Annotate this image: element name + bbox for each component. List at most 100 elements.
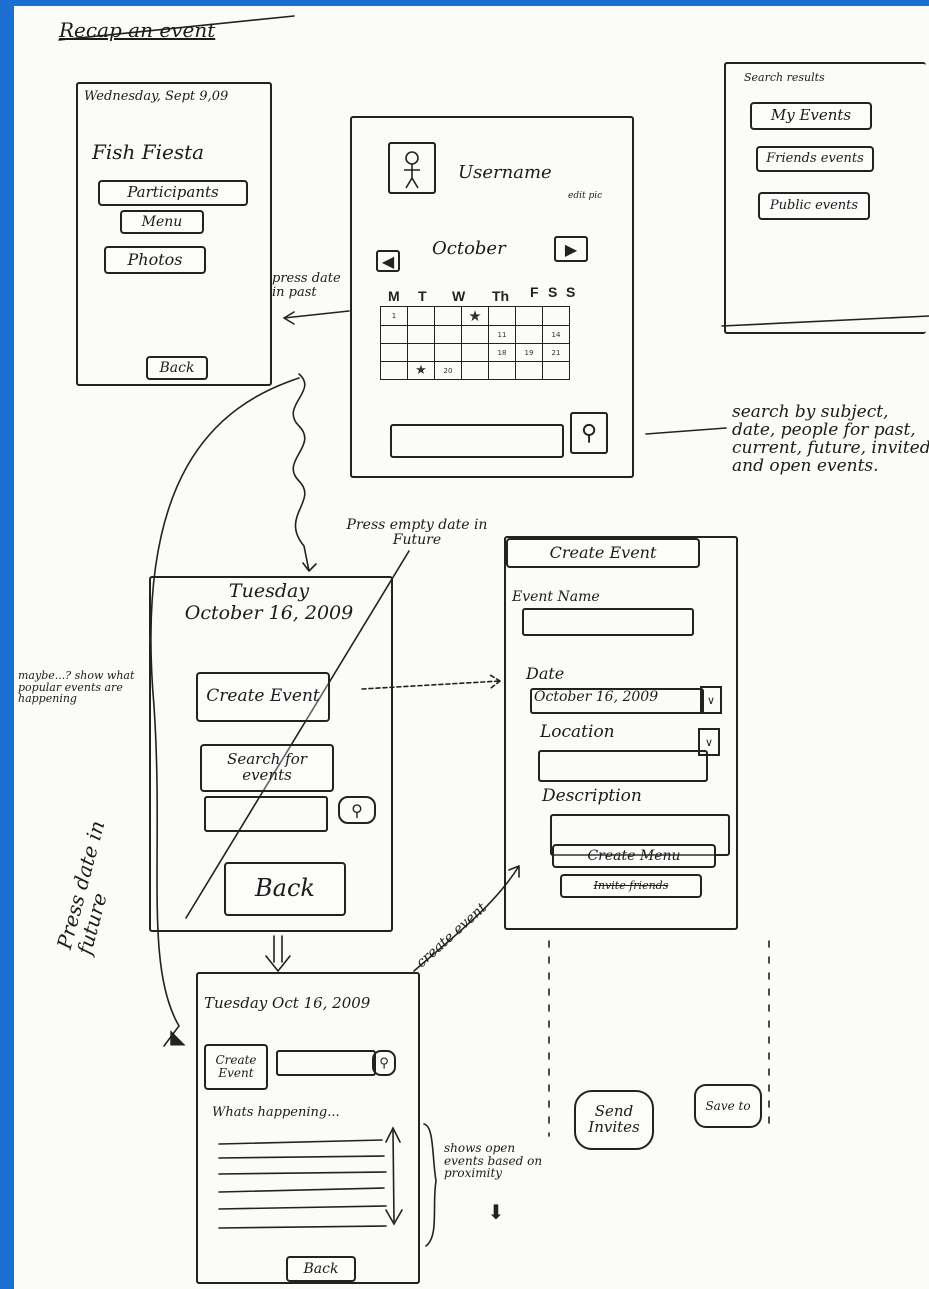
search-icon: ⚲ — [351, 800, 363, 820]
star-icon: ★ — [468, 307, 482, 325]
search-events-button[interactable]: Search for events — [200, 744, 334, 792]
home-search-button[interactable] — [570, 412, 608, 454]
calendar-day[interactable] — [515, 325, 543, 344]
note-shows-open-events: shows open events based on proximity — [444, 1141, 543, 1181]
edit-pic-link[interactable]: edit pic — [568, 191, 603, 201]
next-month-button[interactable] — [554, 236, 588, 262]
calendar-day[interactable]: 18 — [488, 343, 516, 362]
calendar-week: 1 ★ — [380, 306, 570, 326]
day-screen-date: Tuesday Oct 16, 2009 — [204, 994, 371, 1012]
day-search-input[interactable] — [276, 1050, 376, 1076]
date-value: October 16, 2009 — [534, 689, 659, 705]
calendar-day[interactable] — [434, 306, 462, 326]
send-invites-button[interactable]: Send Invites — [574, 1090, 654, 1150]
avatar — [388, 142, 436, 194]
search-results-screen — [724, 62, 926, 334]
location-label: Location — [540, 722, 615, 742]
day-back-button[interactable]: Back — [286, 1256, 356, 1282]
friends-events-button[interactable]: Friends events — [756, 146, 874, 172]
home-search-input[interactable] — [390, 424, 564, 458]
invite-friends-button[interactable]: Invite friends — [560, 874, 702, 898]
empty-date-back-button[interactable]: Back — [224, 862, 346, 916]
calendar-day[interactable]: 1 — [380, 306, 408, 326]
menu-button[interactable]: Menu — [120, 210, 204, 234]
home-screen — [350, 116, 634, 478]
weekday-th: Th — [492, 288, 510, 304]
stick-figure-icon — [404, 151, 420, 189]
photos-button[interactable]: Photos — [104, 246, 206, 274]
page-title: Recap an event — [59, 18, 216, 42]
username: Username — [458, 162, 552, 183]
recap-event-name: Fish Fiesta — [92, 140, 205, 164]
calendar-day[interactable] — [434, 325, 462, 344]
weekday-w: W — [452, 288, 466, 304]
calendar-day[interactable]: 20 — [434, 361, 462, 380]
arrow-left-icon: ◀ — [381, 251, 395, 271]
whats-happening-label: Whats happening... — [212, 1105, 340, 1120]
prev-month-button[interactable] — [376, 250, 400, 272]
calendar-day[interactable]: 19 — [515, 343, 543, 362]
star-icon: ★ — [415, 363, 427, 378]
arrow-right-icon: ▶ — [564, 239, 578, 259]
note-maybe-popular: maybe...? show what popular events are h… — [18, 669, 135, 706]
calendar-day[interactable] — [461, 361, 489, 380]
calendar-day[interactable]: 11 — [488, 325, 516, 344]
empty-date-day: Tuesday — [228, 580, 310, 602]
description-input[interactable] — [550, 814, 730, 856]
create-event-screen — [504, 536, 738, 930]
note-press-date-past: press date in past — [272, 271, 341, 300]
calendar-day[interactable] — [488, 306, 516, 326]
empty-date-search-input[interactable] — [204, 796, 328, 832]
calendar-day[interactable] — [461, 343, 489, 362]
event-name-label: Event Name — [512, 589, 600, 605]
recap-back-button[interactable]: Back — [146, 356, 208, 380]
create-menu-button[interactable]: Create Menu — [552, 844, 716, 868]
calendar-day[interactable] — [380, 343, 408, 362]
calendar-day[interactable] — [542, 306, 570, 326]
calendar-day[interactable]: ★ — [461, 306, 489, 326]
calendar-day[interactable] — [488, 361, 516, 380]
note-search-by: search by subject, date, people for past… — [732, 402, 929, 476]
search-icon: ⚲ — [379, 1055, 389, 1071]
create-event-button[interactable]: Create Event — [196, 672, 330, 722]
calendar-day[interactable]: ★ — [407, 361, 435, 380]
calendar-day[interactable] — [461, 325, 489, 344]
calendar-day[interactable] — [515, 306, 543, 326]
date-label: Date — [526, 664, 565, 683]
month-label: October — [432, 238, 506, 259]
calendar-day[interactable] — [407, 306, 435, 326]
save-button[interactable]: Save to — [694, 1084, 762, 1128]
sketch-strokes — [58, 15, 929, 1247]
calendar-week: 18 19 21 — [380, 343, 570, 362]
calendar-week: 11 14 — [380, 325, 570, 344]
calendar-day[interactable] — [380, 325, 408, 344]
recap-screen — [76, 82, 272, 386]
calendar-day[interactable]: 21 — [542, 343, 570, 362]
chevron-down-icon[interactable]: ∨ — [700, 686, 722, 714]
note-press-empty-future: Press empty date in Future — [346, 517, 488, 548]
empty-date-search-button[interactable] — [338, 796, 376, 824]
public-events-button[interactable]: Public events — [758, 192, 870, 220]
calendar-day[interactable] — [380, 361, 408, 380]
calendar-day[interactable] — [407, 343, 435, 362]
arrow-head-icon: ◣ — [170, 1024, 186, 1048]
recap-date: Wednesday, Sept 9,09 — [84, 89, 229, 104]
participants-button[interactable]: Participants — [98, 180, 248, 206]
chevron-down-icon[interactable]: ∨ — [698, 728, 720, 756]
weekday-s2: S — [566, 284, 576, 300]
weekday-f: F — [530, 284, 539, 300]
my-events-button[interactable]: My Events — [750, 102, 872, 130]
weekday-s1: S — [548, 284, 558, 300]
calendar-grid: 1 ★ 11 14 18 19 21 ★ — [380, 306, 570, 380]
calendar-day[interactable] — [542, 361, 570, 380]
date-select[interactable] — [530, 688, 704, 714]
calendar-day[interactable] — [434, 343, 462, 362]
calendar-day[interactable]: 14 — [542, 325, 570, 344]
event-name-input[interactable] — [522, 608, 694, 636]
day-create-event-button[interactable]: Create Event — [204, 1044, 268, 1090]
calendar-day[interactable] — [407, 325, 435, 344]
weekday-m: M — [388, 288, 400, 304]
day-search-button[interactable] — [372, 1050, 396, 1076]
calendar-day[interactable] — [515, 361, 543, 380]
location-input[interactable] — [538, 750, 708, 782]
